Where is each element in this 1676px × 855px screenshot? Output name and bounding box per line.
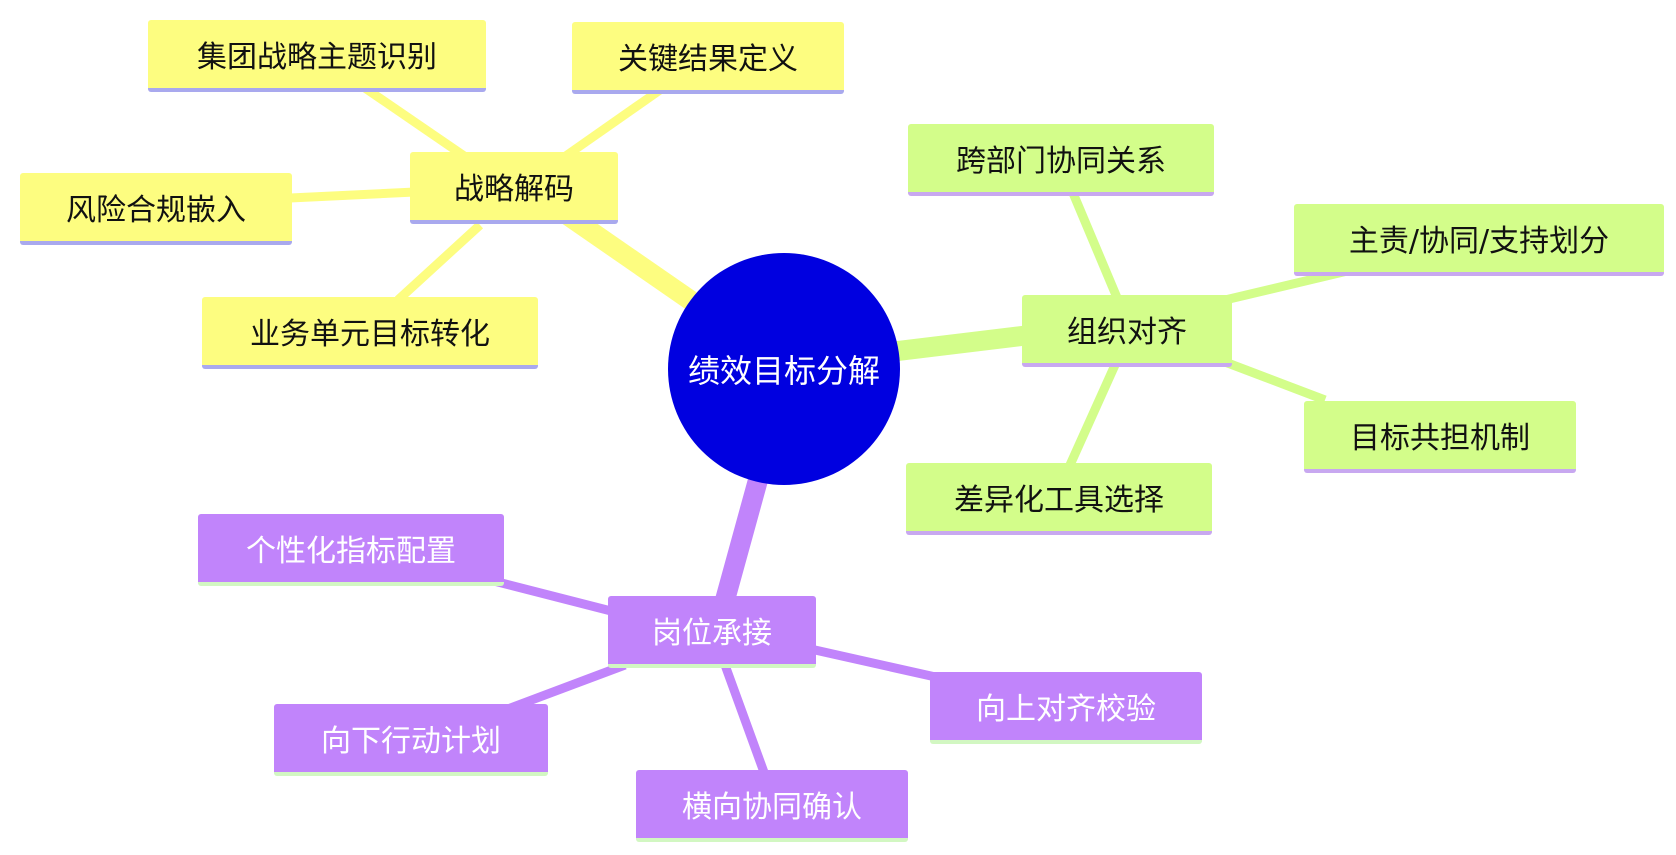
- subtopic-label: 个性化指标配置: [246, 534, 456, 569]
- subtopic-org-1[interactable]: 跨部门协同关系: [908, 124, 1214, 196]
- subtopic-org-3[interactable]: 目标共担机制: [1304, 401, 1576, 473]
- subtopic-label: 主责/协同/支持划分: [1348, 224, 1610, 259]
- link-strategy-1: [362, 84, 473, 164]
- link-post-2: [814, 645, 941, 683]
- subtopic-post-1[interactable]: 个性化指标配置: [198, 514, 504, 586]
- subtopic-label: 集团战略主题识别: [197, 40, 437, 75]
- subtopic-post-4[interactable]: 横向协同确认: [636, 770, 908, 842]
- subtopic-label: 差异化工具选择: [954, 483, 1164, 518]
- subtopic-label: 向下行动计划: [321, 724, 501, 759]
- subtopic-strategy-2[interactable]: 关键结果定义: [572, 22, 844, 94]
- subtopic-label: 目标共担机制: [1350, 421, 1530, 456]
- subtopic-strategy-4[interactable]: 业务单元目标转化: [202, 297, 538, 369]
- subtopic-post-2[interactable]: 向上对齐校验: [930, 672, 1202, 744]
- link-center-strategy: [550, 200, 700, 310]
- link-post-3: [503, 660, 627, 715]
- topic-post[interactable]: 岗位承接: [608, 596, 816, 668]
- link-center-org: [880, 325, 1040, 362]
- subtopic-org-4[interactable]: 差异化工具选择: [906, 463, 1212, 535]
- subtopic-post-3[interactable]: 向下行动计划: [274, 704, 548, 776]
- link-org-3: [1223, 357, 1327, 405]
- topic-post-label: 岗位承接: [652, 616, 772, 651]
- link-org-4: [1065, 363, 1120, 467]
- subtopic-label: 业务单元目标转化: [250, 317, 490, 352]
- subtopic-strategy-3[interactable]: 风险合规嵌入: [20, 173, 292, 245]
- subtopic-label: 跨部门协同关系: [956, 144, 1166, 179]
- link-strategy-3: [289, 187, 416, 203]
- link-strategy-4: [394, 221, 484, 304]
- subtopic-label: 关键结果定义: [618, 42, 798, 77]
- subtopic-label: 横向协同确认: [682, 790, 862, 825]
- link-strategy-2: [557, 86, 663, 164]
- central-topic-label: 绩效目标分解: [687, 352, 880, 390]
- link-post-4: [720, 663, 770, 777]
- topic-strategy-label: 战略解码: [454, 172, 574, 207]
- topic-org-label: 组织对齐: [1067, 315, 1187, 350]
- subtopic-label: 风险合规嵌入: [66, 193, 246, 228]
- link-center-post: [715, 470, 768, 610]
- subtopic-label: 向上对齐校验: [976, 692, 1156, 727]
- topic-strategy[interactable]: 战略解码: [410, 152, 618, 224]
- subtopic-strategy-1[interactable]: 集团战略主题识别: [148, 20, 486, 92]
- central-topic[interactable]: 绩效目标分解: [668, 253, 900, 485]
- link-post-1: [488, 575, 617, 617]
- subtopic-org-2[interactable]: 主责/协同/支持划分: [1294, 204, 1664, 276]
- topic-org[interactable]: 组织对齐: [1022, 295, 1232, 367]
- link-org-1: [1068, 191, 1123, 302]
